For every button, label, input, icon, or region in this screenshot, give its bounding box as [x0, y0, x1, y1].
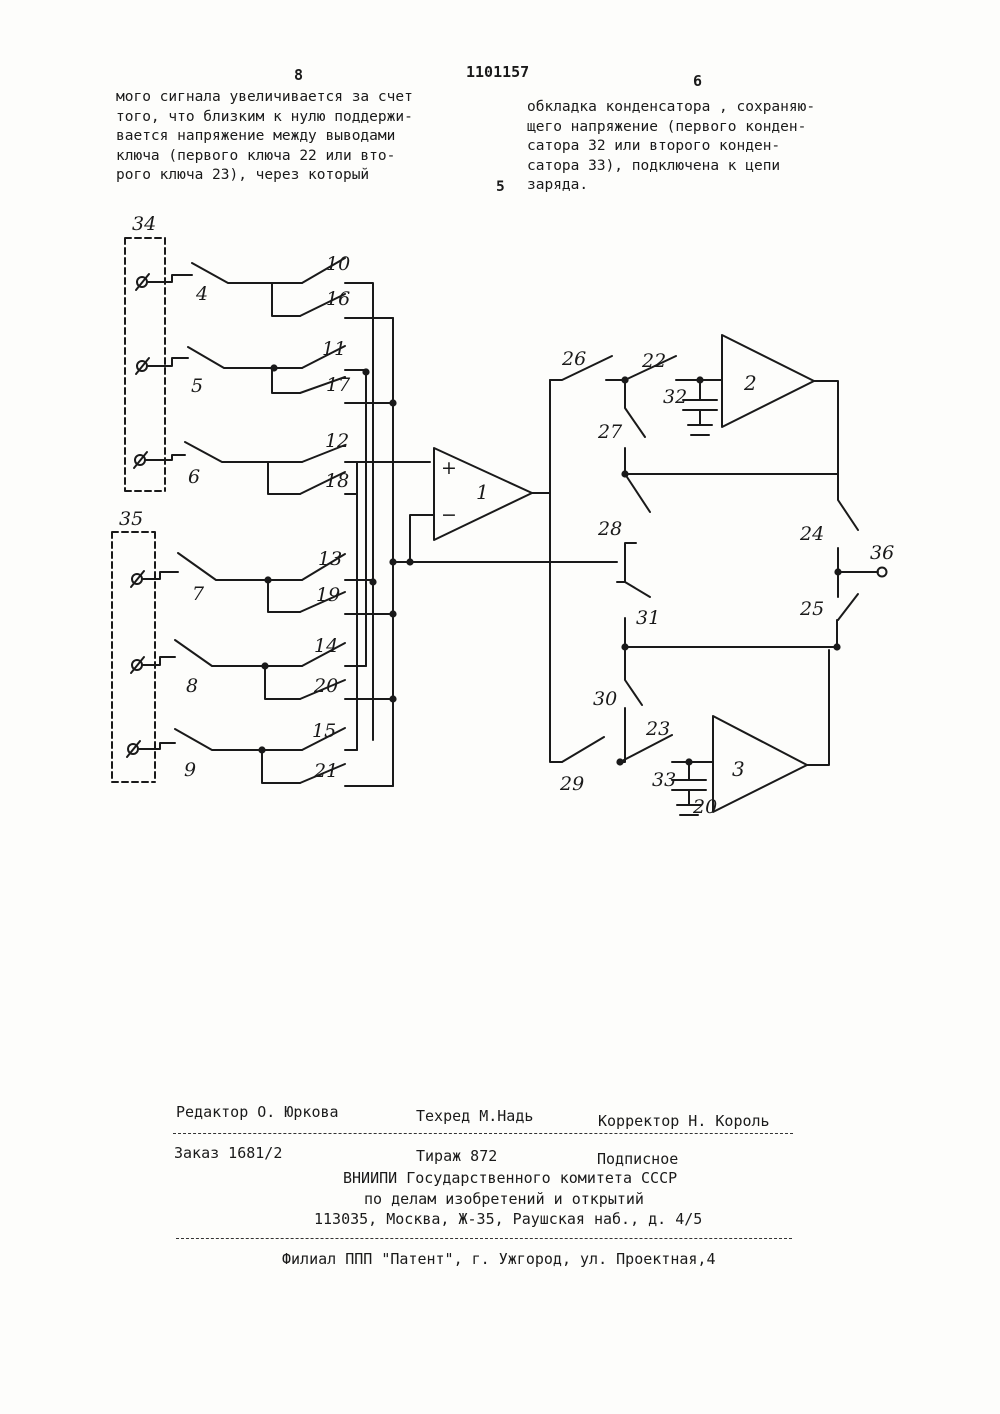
label-30: 30 — [593, 688, 617, 710]
label-1: 1 — [476, 480, 489, 504]
label-5: 5 — [191, 375, 203, 397]
imprint-corrector: Корректор Н. Король — [598, 1112, 770, 1130]
label-3: 3 — [732, 757, 745, 781]
label-22: 22 — [641, 350, 666, 372]
label-14: 14 — [314, 635, 338, 657]
label-13: 13 — [318, 548, 342, 570]
label-12: 12 — [325, 430, 349, 452]
imprint-editor: Редактор О. Юркова — [176, 1103, 339, 1121]
label-35: 35 — [119, 508, 143, 530]
imprint-techred: Техред М.Надь — [416, 1107, 533, 1125]
imprint-org2: по делам изобретений и открытий — [364, 1190, 644, 1208]
label-4: 4 — [195, 283, 208, 305]
label-15: 15 — [312, 720, 336, 742]
label-26: 26 — [561, 348, 586, 370]
circuit-diagram: 34 35 4 5 6 7 8 9 10 16 11 17 12 18 13 1… — [0, 0, 1000, 900]
imprint-order: Заказ 1681/2 — [174, 1144, 282, 1162]
label-29: 29 — [559, 773, 584, 795]
label-6: 6 — [188, 466, 200, 488]
divider — [173, 1133, 793, 1134]
label-28: 28 — [597, 518, 622, 540]
label-34: 34 — [132, 213, 156, 235]
amplifier-2 — [676, 335, 858, 530]
label-2: 2 — [743, 371, 757, 395]
label-24: 24 — [799, 523, 824, 545]
label-minus: − — [441, 504, 457, 526]
imprint-tirazh: Тираж 872 — [416, 1147, 497, 1165]
label-18: 18 — [325, 470, 349, 492]
label-10: 10 — [326, 253, 350, 275]
imprint-address: 113035, Москва, Ж-35, Раушская наб., д. … — [314, 1210, 702, 1228]
label-23: 23 — [645, 718, 670, 740]
label-9: 9 — [184, 759, 196, 781]
label-25: 25 — [799, 598, 824, 620]
imprint-podpisnoe: Подписное — [597, 1150, 678, 1168]
divider — [176, 1238, 792, 1239]
label-16: 16 — [326, 288, 350, 310]
label-31: 31 — [636, 607, 660, 629]
imprint-branch: Филиал ППП "Патент", г. Ужгород, ул. Про… — [282, 1250, 715, 1268]
opamp-1 — [393, 448, 617, 565]
label-plus: + — [441, 457, 457, 479]
label-11: 11 — [322, 338, 346, 360]
label-19: 19 — [316, 584, 340, 606]
label-27: 27 — [597, 421, 623, 443]
amplifier-3 — [672, 650, 829, 815]
label-32: 32 — [663, 386, 687, 408]
label-20: 20 — [313, 675, 338, 697]
label-7: 7 — [192, 583, 205, 605]
label-21: 21 — [313, 760, 338, 782]
label-36: 36 — [870, 542, 894, 564]
imprint-org1: ВНИИПИ Государственного комитета СССР — [343, 1169, 677, 1187]
label-17: 17 — [326, 374, 351, 396]
label-20-cap: 20 — [692, 796, 717, 818]
label-8: 8 — [186, 675, 198, 697]
label-33: 33 — [652, 769, 676, 791]
